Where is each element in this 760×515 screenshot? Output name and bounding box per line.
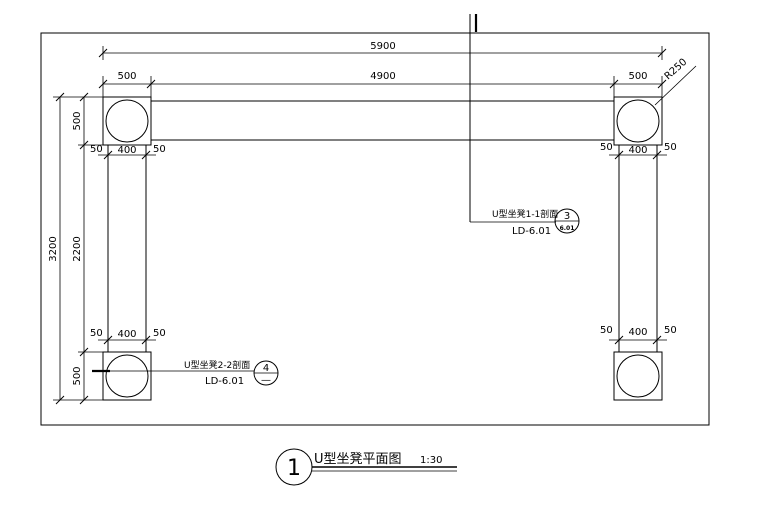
dim-leg-rb-t1 [614,335,624,345]
dim-3200: 3200 [48,236,59,261]
dim-4900: 4900 [370,71,395,82]
title-number: 1 [287,456,301,481]
title-text: U型坐凳平面图 [314,451,402,467]
section1-number: 3 [564,211,570,222]
section1-title: U型坐凳1-1剖面 [492,208,558,220]
dim-tick-3200-t [55,92,65,102]
dim-tick-a [98,79,108,89]
dim-500-top: 500 [72,111,83,130]
dim-400-rt: 400 [628,145,647,156]
dim-2200: 2200 [72,236,83,261]
dim-50-lt-l: 50 [90,144,103,155]
dim-400-lb: 400 [117,329,136,340]
post-circle-top-left [105,99,149,143]
section1-sheet: 6.01 [560,225,575,232]
post-circle-bottom-left [105,354,149,398]
dim-tick-c [609,79,619,89]
dim-tick-5900-r [657,48,667,58]
dim-tick-v-2 [79,140,89,150]
section2-ref: LD-6.01 [205,376,244,387]
dim-50-lb-r: 50 [153,328,166,339]
dim-tick-5900-l [98,48,108,58]
dim-tick-v-1 [79,92,89,102]
post-circle-bottom-right [616,354,660,398]
dim-50-rt-l: 50 [600,142,613,153]
dim-tick-v-3 [79,347,89,357]
radius-leader [654,65,697,106]
title-scale: 1:30 [420,455,442,466]
section2-sheet: — [261,375,271,386]
dim-5900: 5900 [370,41,395,52]
plan-boundary [40,32,710,426]
dim-radius: R250 [663,57,690,83]
dim-400-lt: 400 [117,145,136,156]
dim-leg-rt-t1 [614,150,624,160]
dim-50-rt-r: 50 [664,142,677,153]
dim-50-lt-r: 50 [153,144,166,155]
dim-50-rb-l: 50 [600,325,613,336]
dim-50-rb-r: 50 [664,325,677,336]
dim-tick-v-4 [79,395,89,405]
post-circle-top-right [616,99,660,143]
dim-tick-d [657,79,667,89]
section2-number: 4 [263,363,269,374]
dim-leg-lt-t1 [103,150,113,160]
dim-leg-lb-t2 [141,335,151,345]
post-bottom-right [613,351,663,401]
post-bottom-left [102,351,152,401]
section2-title: U型坐凳2-2剖面 [184,359,250,371]
dim-400-rb: 400 [628,327,647,338]
dim-leg-lb-t1 [103,335,113,345]
dim-tick-b [146,79,156,89]
dim-50-lb-l: 50 [90,328,103,339]
dim-leg-lt-t2 [141,150,151,160]
section1-ref: LD-6.01 [512,226,551,237]
post-top-left [102,96,152,146]
dim-tick-3200-b [55,395,65,405]
dim-500-right: 500 [628,71,647,82]
dim-500-left: 500 [117,71,136,82]
dim-leg-rt-t2 [652,150,662,160]
dim-500-bottom: 500 [72,366,83,385]
post-top-right [613,96,663,146]
dim-leg-rb-t2 [652,335,662,345]
